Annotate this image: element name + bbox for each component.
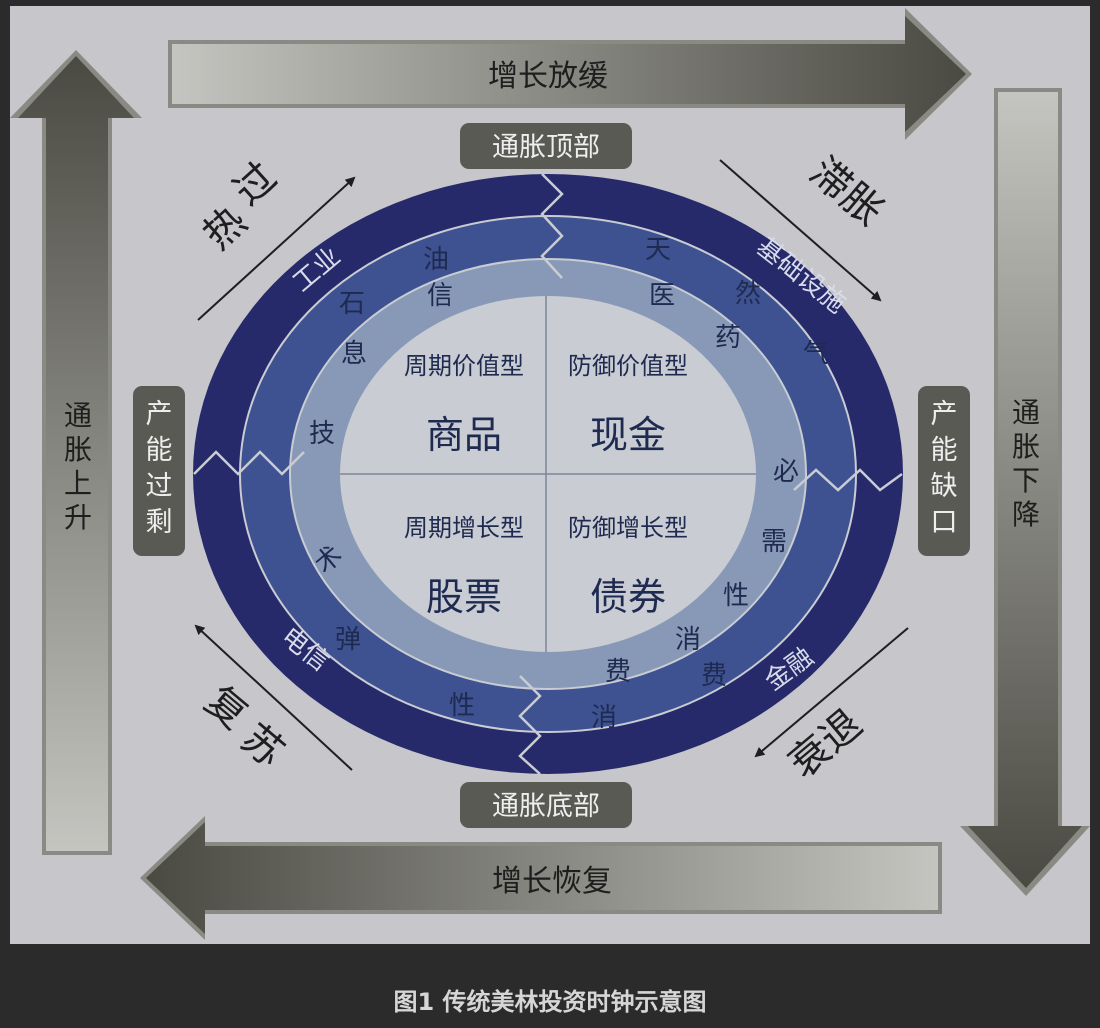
badge-overcapacity: 产 能 过 剩: [133, 386, 185, 556]
svg-text:能: 能: [146, 435, 173, 466]
quadrant-4-type: 防御增长型: [568, 514, 688, 542]
recovery-arrow: [194, 624, 353, 771]
sector-elastic-consumption-3: 费: [701, 661, 727, 691]
sector-oil-0: 石: [339, 289, 365, 319]
sector-necessities-1: 需: [761, 527, 787, 557]
sector-medicine-1: 药: [715, 323, 741, 353]
seam-bottom: [518, 675, 542, 775]
svg-text:能: 能: [931, 435, 958, 466]
left-arrow-label-1: 胀: [64, 433, 92, 466]
left-arrow: 通 胀 上 升: [10, 50, 142, 855]
sector-natural-gas-2: 气: [803, 339, 829, 369]
sector-necessities-0: 必: [773, 457, 799, 487]
top-arrow: 增长放缓: [168, 8, 972, 140]
right-arrow-label-0: 通: [1012, 396, 1040, 429]
svg-text:口: 口: [931, 507, 958, 538]
sector-elastic-consumption-0: 弹: [335, 625, 361, 655]
right-arrow-label-3: 降: [1012, 498, 1040, 531]
bottom-arrow: 增长恢复: [140, 816, 942, 940]
quadrant-2-type: 防御价值型: [568, 352, 688, 380]
left-arrow-label-2: 上: [64, 467, 92, 500]
left-arrow-label-3: 升: [64, 501, 92, 534]
sector-necessities-3: 消: [675, 625, 701, 655]
overheat-arrow: [197, 176, 356, 321]
svg-text:产: 产: [146, 399, 173, 430]
figure-caption: 图1 传统美林投资时钟示意图: [393, 988, 707, 1016]
right-arrow-label-2: 下: [1012, 464, 1040, 497]
svg-text:过: 过: [146, 471, 173, 502]
seam-right: [793, 468, 903, 492]
quadrant-3-asset: 股票: [426, 575, 502, 619]
sector-natural-gas-1: 然: [735, 279, 761, 309]
sector-tech-1: 息: [341, 339, 367, 369]
right-arrow: 通 胀 下 降: [960, 88, 1090, 896]
quadrant-3-type: 周期增长型: [404, 514, 524, 542]
badge-inflation-bottom: 通胀底部: [460, 782, 632, 828]
sector-tech-2: 技: [309, 419, 335, 449]
quadrant-1-asset: 商品: [426, 413, 502, 457]
bottom-arrow-label: 增长恢复: [492, 864, 612, 899]
right-arrow-label-1: 胀: [1012, 430, 1040, 463]
sector-necessities-4: 费: [605, 657, 631, 687]
stagflation-arrow: [719, 159, 882, 302]
recession-arrow: [754, 627, 909, 758]
badge-inflation-top: 通胀顶部: [460, 123, 632, 169]
quadrant-2-asset: 现金: [590, 413, 666, 457]
quadrant-1-type: 周期价值型: [404, 352, 524, 380]
diagram-canvas: 增长放缓 增长恢复 通 胀 上 升 通 胀 下 降 周期价值型 商品 防御价值型…: [10, 6, 1090, 944]
sector-tech-0: 信: [427, 281, 453, 311]
svg-text:剩: 剩: [146, 507, 173, 538]
top-arrow-label: 增长放缓: [488, 59, 608, 94]
sector-medicine-0: 医: [649, 281, 675, 311]
left-arrow-label-0: 通: [64, 399, 92, 432]
svg-text:产: 产: [931, 399, 958, 430]
sector-natural-gas-0: 天: [645, 235, 671, 265]
seam-top: [540, 173, 564, 279]
sector-necessities-2: 性: [723, 581, 749, 611]
quadrant-4-asset: 债券: [590, 575, 666, 619]
sector-elastic-consumption-1: 性: [449, 691, 475, 721]
svg-text:通胀顶部: 通胀顶部: [492, 132, 600, 163]
svg-text:缺: 缺: [931, 471, 958, 502]
investment-clock-diagram: 增长放缓 增长恢复 通 胀 上 升 通 胀 下 降 周期价值型 商品 防御价值型…: [10, 6, 1090, 944]
sector-elastic-consumption-2: 消: [591, 703, 617, 733]
svg-text:通胀底部: 通胀底部: [492, 791, 600, 822]
sector-oil-1: 油: [423, 245, 449, 275]
seam-left: [193, 450, 305, 476]
badge-capacity-gap: 产 能 缺 口: [918, 386, 970, 556]
